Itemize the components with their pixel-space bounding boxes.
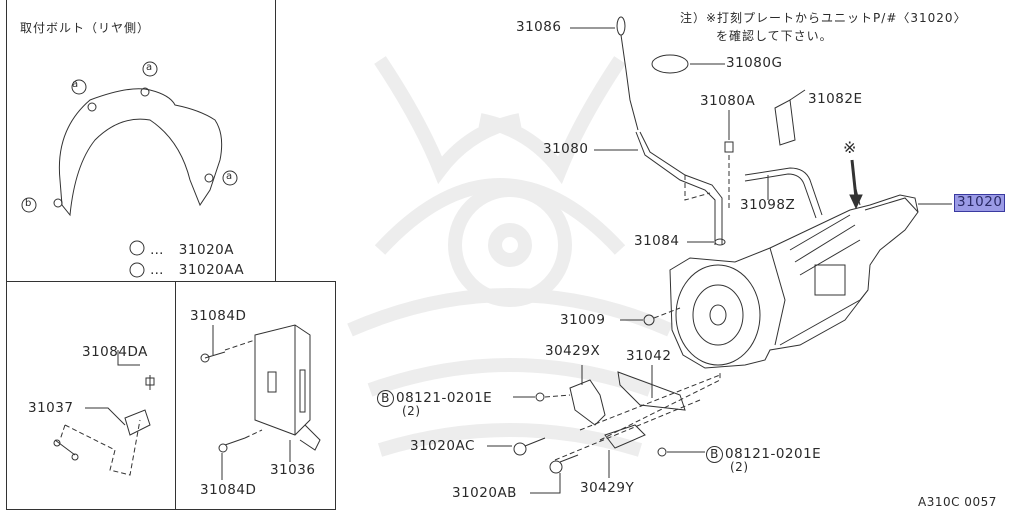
b-circle-icon: B	[706, 446, 723, 463]
part-31098Z[interactable]: 31098Z	[740, 197, 796, 213]
part-31020AB[interactable]: 31020AB	[452, 485, 517, 501]
part-31080G[interactable]: 31080G	[726, 55, 783, 71]
asterisk-mark: ※	[843, 138, 857, 157]
part-31037[interactable]: 31037	[28, 400, 74, 416]
bolt-right-part: 08121-0201E	[725, 446, 822, 462]
diagram-id: A310C 0057	[918, 495, 997, 509]
part-31020AC[interactable]: 31020AC	[410, 438, 475, 454]
legend-b-sep: …	[150, 262, 164, 278]
legend-a-part[interactable]: 31020A	[178, 242, 234, 258]
callout-a-3: a	[226, 171, 233, 182]
callout-b-1: b	[25, 198, 32, 209]
part-30429X[interactable]: 30429X	[545, 343, 601, 359]
part-31084DA[interactable]: 31084DA	[82, 344, 148, 360]
part-31086[interactable]: 31086	[516, 19, 562, 35]
part-31084[interactable]: 31084	[634, 233, 680, 249]
callout-a-2: a	[146, 62, 153, 73]
part-31009[interactable]: 31009	[560, 312, 606, 328]
legend-a: … 31020A	[150, 242, 234, 258]
legend-b-part[interactable]: 31020AA	[178, 262, 245, 278]
part-31020-highlighted[interactable]: 31020	[954, 194, 1006, 212]
part-30429Y[interactable]: 30429Y	[580, 480, 635, 496]
b-circle-icon: B	[377, 390, 394, 407]
legend-a-sep: …	[150, 242, 164, 258]
part-31084D-bottom[interactable]: 31084D	[200, 482, 257, 498]
note-line-2: を確認して下さい。	[716, 29, 833, 43]
legend-b: … 31020AA	[150, 262, 245, 278]
bolt-right-qty: (2)	[730, 460, 749, 474]
part-31036[interactable]: 31036	[270, 462, 316, 478]
note-line-1: 注）※打刻プレートからユニットP/#〈31020〉	[680, 11, 967, 25]
part-31080[interactable]: 31080	[543, 141, 589, 157]
part-31084D-top[interactable]: 31084D	[190, 308, 247, 324]
bolt-left-qty: (2)	[402, 404, 421, 418]
part-31042[interactable]: 31042	[626, 348, 672, 364]
part-31082E[interactable]: 31082E	[808, 91, 863, 107]
part-31080A[interactable]: 31080A	[700, 93, 756, 109]
rear-bolts-title: 取付ボルト（リヤ側）	[20, 21, 151, 35]
callout-a-1: a	[72, 79, 79, 90]
bolt-left-part: 08121-0201E	[396, 390, 493, 406]
